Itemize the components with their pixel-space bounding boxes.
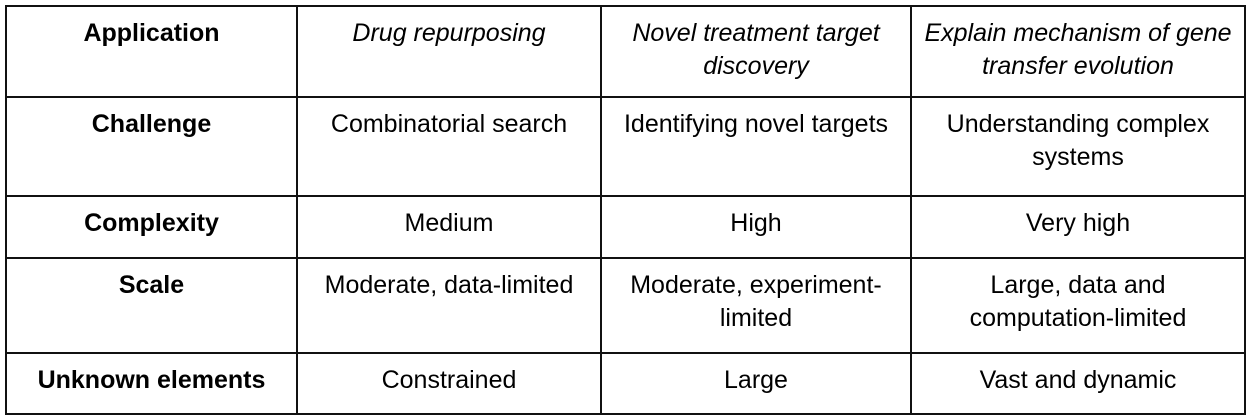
row-label-text: Scale — [118, 271, 185, 299]
row-label-text: Application — [83, 19, 220, 47]
cell-complexity-col3: Very high — [910, 195, 1246, 259]
row-label-text: Unknown elements — [37, 366, 266, 394]
cell-text: Understanding complex systems — [946, 110, 1210, 171]
cell-text: Large — [724, 366, 788, 394]
table-row: Application Drug repurposing Novel treat… — [5, 5, 1246, 98]
table-row: Unknown elements Constrained Large Vast … — [5, 352, 1246, 415]
table-row: Complexity Medium High Very high — [5, 195, 1246, 259]
row-label-unknown-elements: Unknown elements — [5, 352, 298, 415]
cell-challenge-col1: Combinatorial search — [296, 96, 602, 197]
cell-challenge-col2: Identifying novel targets — [600, 96, 912, 197]
cell-complexity-col1: Medium — [296, 195, 602, 259]
table-row: Scale Moderate, data-limited Moderate, e… — [5, 257, 1246, 354]
cell-unknown-col1: Constrained — [296, 352, 602, 415]
cell-text: Medium — [404, 209, 494, 237]
application-comparison-table: Application Drug repurposing Novel treat… — [5, 5, 1246, 415]
cell-scale-col3: Large, data and computation-limited — [910, 257, 1246, 354]
cell-text: Moderate, experiment-limited — [630, 271, 882, 332]
cell-application-novel-target-discovery: Novel treatment target discovery — [600, 5, 912, 98]
cell-text: Novel treatment target discovery — [632, 19, 880, 80]
row-label-text: Challenge — [91, 110, 212, 138]
row-label-scale: Scale — [5, 257, 298, 354]
row-label-complexity: Complexity — [5, 195, 298, 259]
cell-unknown-col3: Vast and dynamic — [910, 352, 1246, 415]
cell-scale-col2: Moderate, experiment-limited — [600, 257, 912, 354]
cell-text: High — [730, 209, 782, 237]
cell-text: Combinatorial search — [330, 110, 568, 138]
table-row: Challenge Combinatorial search Identifyi… — [5, 96, 1246, 197]
cell-text: Constrained — [381, 366, 517, 394]
cell-unknown-col2: Large — [600, 352, 912, 415]
cell-text: Large, data and computation-limited — [969, 271, 1187, 332]
cell-text: Vast and dynamic — [979, 366, 1177, 394]
cell-text: Drug repurposing — [352, 19, 546, 47]
cell-application-gene-transfer-evolution: Explain mechanism of gene transfer evolu… — [910, 5, 1246, 98]
cell-challenge-col3: Understanding complex systems — [910, 96, 1246, 197]
row-label-challenge: Challenge — [5, 96, 298, 197]
cell-text: Explain mechanism of gene transfer evolu… — [924, 19, 1232, 80]
cell-application-drug-repurposing: Drug repurposing — [296, 5, 602, 98]
cell-scale-col1: Moderate, data-limited — [296, 257, 602, 354]
cell-complexity-col2: High — [600, 195, 912, 259]
cell-text: Moderate, data-limited — [324, 271, 574, 299]
cell-text: Very high — [1025, 209, 1131, 237]
row-label-application: Application — [5, 5, 298, 98]
cell-text: Identifying novel targets — [623, 110, 889, 138]
row-label-text: Complexity — [84, 209, 219, 237]
